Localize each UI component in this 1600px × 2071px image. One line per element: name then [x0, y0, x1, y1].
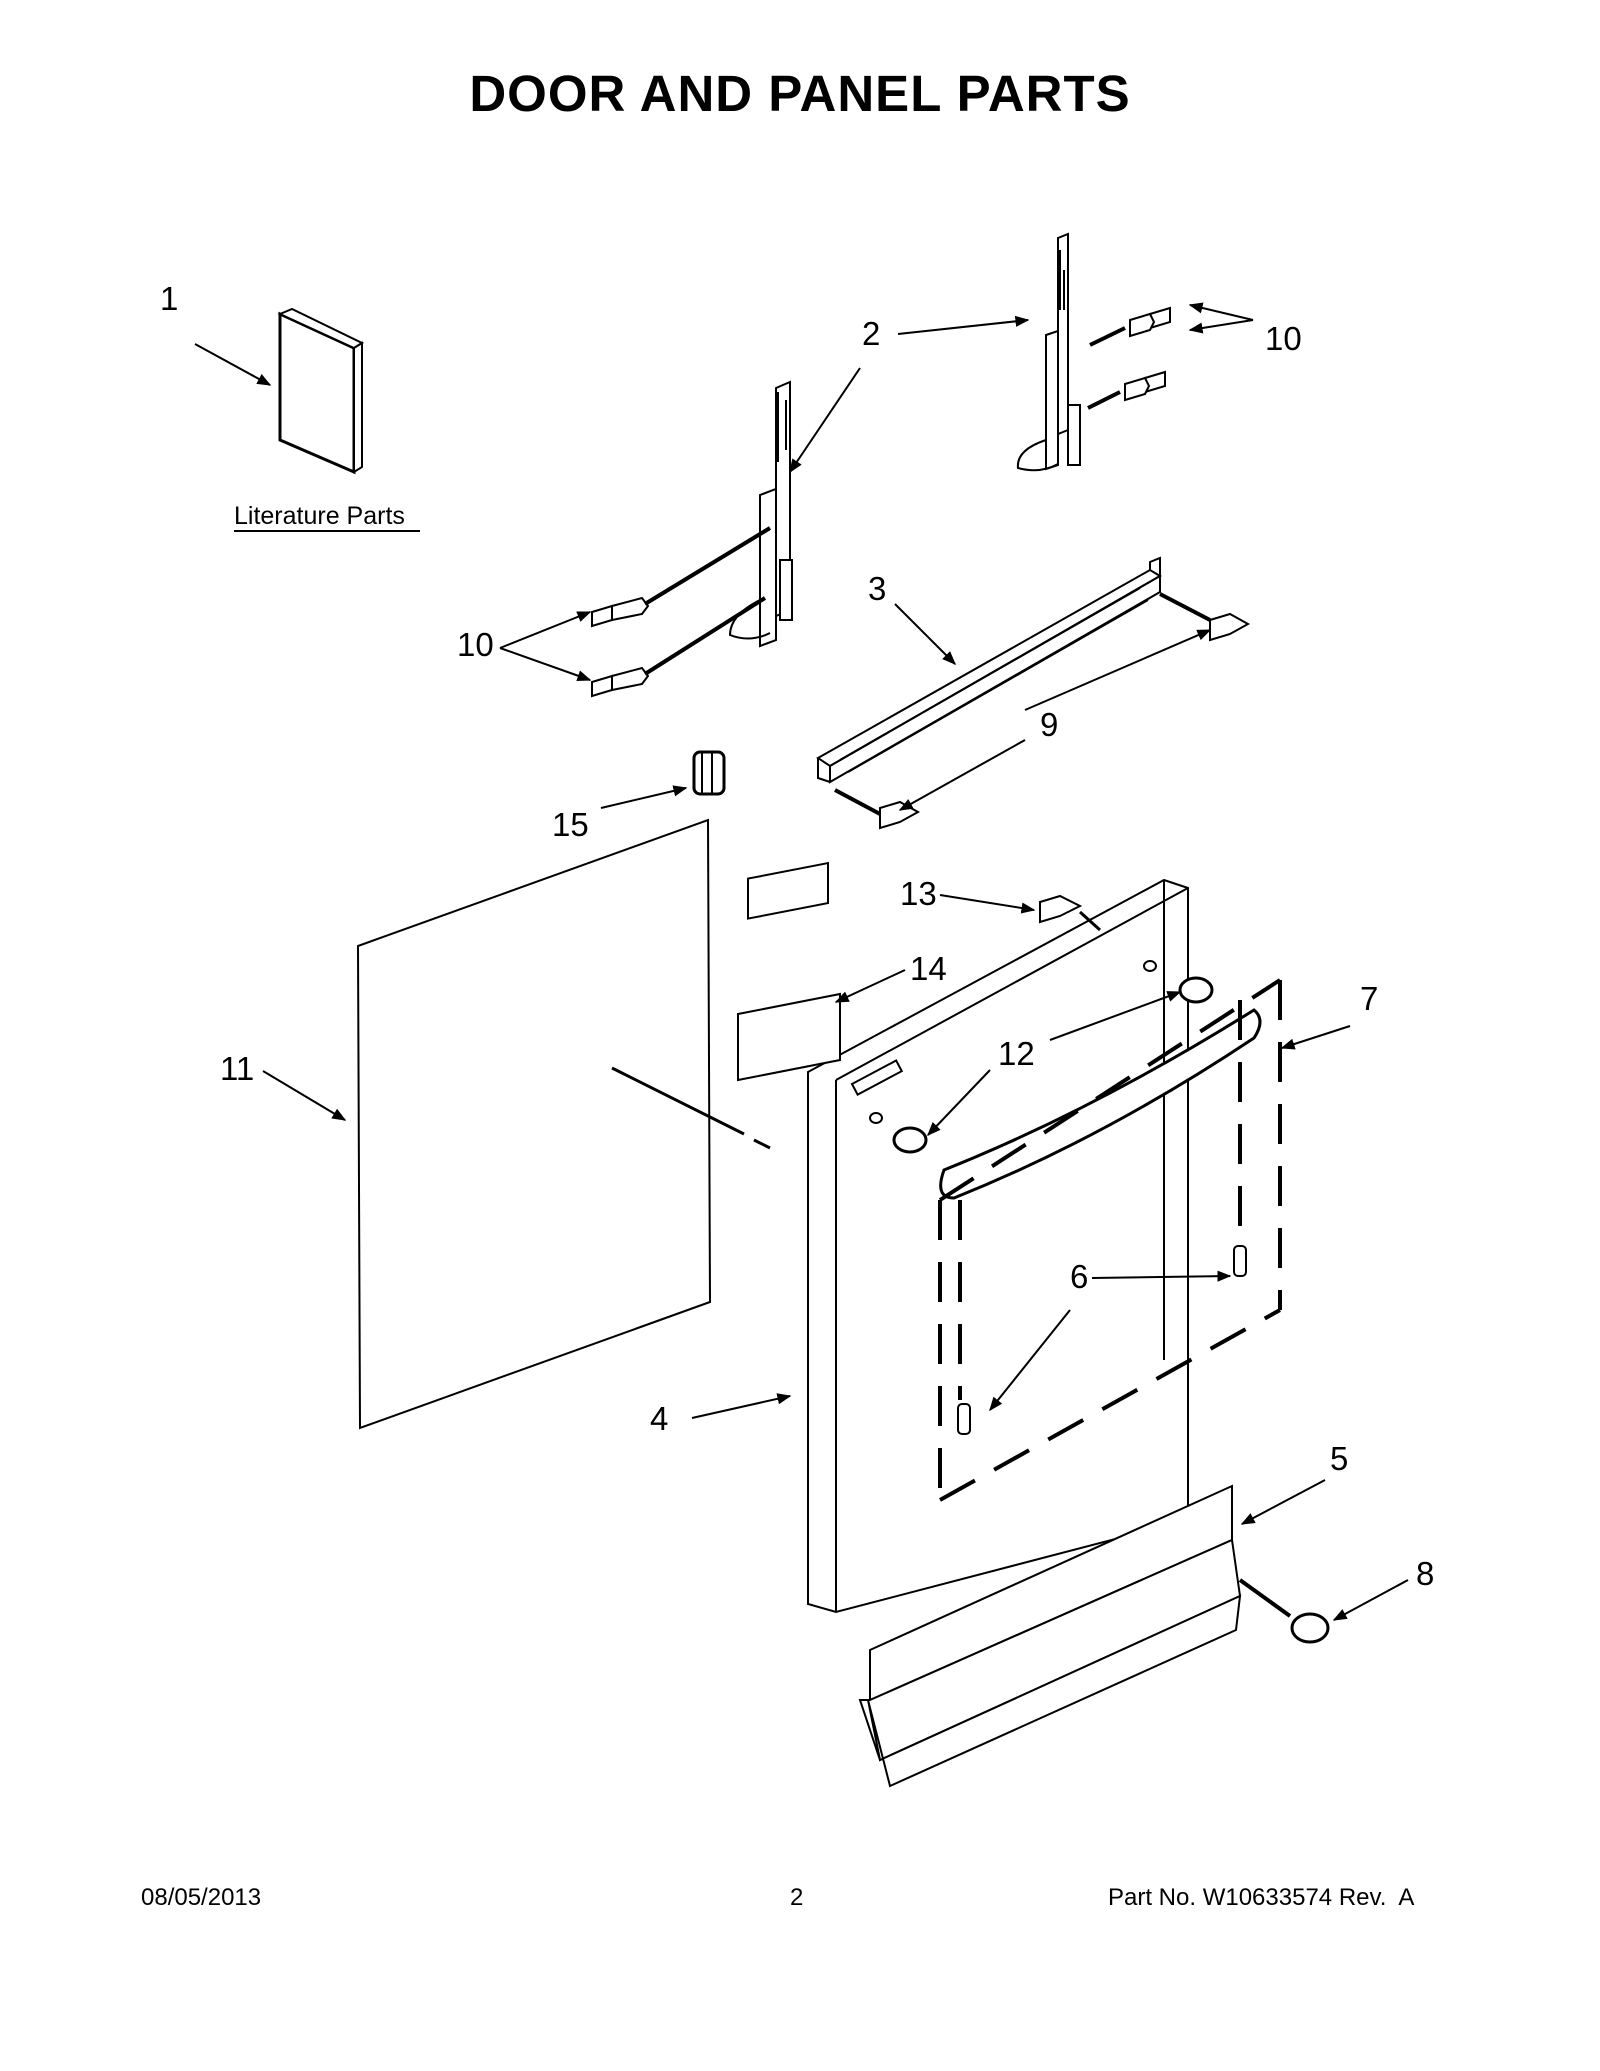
callout-1: 1 [160, 280, 178, 317]
door-rail-bracket [816, 556, 1162, 784]
callout-2: 2 [862, 315, 880, 352]
callout-12: 12 [998, 1035, 1035, 1072]
callout-7: 7 [1360, 980, 1378, 1017]
door-handle [939, 1008, 1262, 1200]
callout-labels: 1 2 3 4 5 6 7 8 9 10 10 11 12 13 14 15 L… [160, 280, 1434, 1592]
page-title: DOOR AND PANEL PARTS [469, 65, 1131, 122]
dashed-guides [938, 978, 1282, 1502]
callout-10-left: 10 [457, 626, 494, 663]
callout-3: 3 [868, 570, 886, 607]
door-hinge-left [728, 380, 793, 648]
literature-booklet [277, 307, 365, 475]
callout-11: 11 [220, 1050, 254, 1087]
outer-door-panel [807, 878, 1189, 1614]
toe-kick-panel [858, 1484, 1242, 1788]
hinge-screws-right [1087, 306, 1171, 410]
footer-part-number: Part No. W10633574 Rev. A [1108, 1884, 1414, 1912]
leader-lines [194, 302, 1409, 1621]
handle-mounts [869, 960, 1214, 1154]
handle-studs [957, 1245, 1247, 1435]
callout-13: 13 [900, 875, 937, 912]
hinge-screws-left [591, 526, 772, 698]
callout-10-right: 10 [1265, 320, 1302, 357]
callout-8: 8 [1416, 1555, 1434, 1592]
toe-kick-screw [1238, 1578, 1330, 1644]
footer-date: 08/05/2013 [141, 1884, 262, 1911]
callout-5: 5 [1330, 1440, 1348, 1477]
callout-4: 4 [650, 1400, 668, 1437]
door-clip [692, 750, 726, 796]
callout-6: 6 [1070, 1258, 1088, 1295]
vent-cover [737, 861, 841, 1082]
callout-15: 15 [552, 806, 589, 843]
part-revision: Rev. A [1338, 1884, 1415, 1911]
callout-14: 14 [910, 950, 947, 987]
literature-label: Literature Parts [234, 502, 405, 530]
footer-page-number: 2 [790, 1884, 804, 1911]
callout-9: 9 [1040, 706, 1058, 743]
part-number: W10633574 [1202, 1884, 1333, 1911]
top-screw [1039, 894, 1102, 932]
door-panel-insert [356, 818, 771, 1430]
door-hinge-right [1016, 232, 1081, 472]
part-prefix: Part No. [1108, 1884, 1197, 1911]
